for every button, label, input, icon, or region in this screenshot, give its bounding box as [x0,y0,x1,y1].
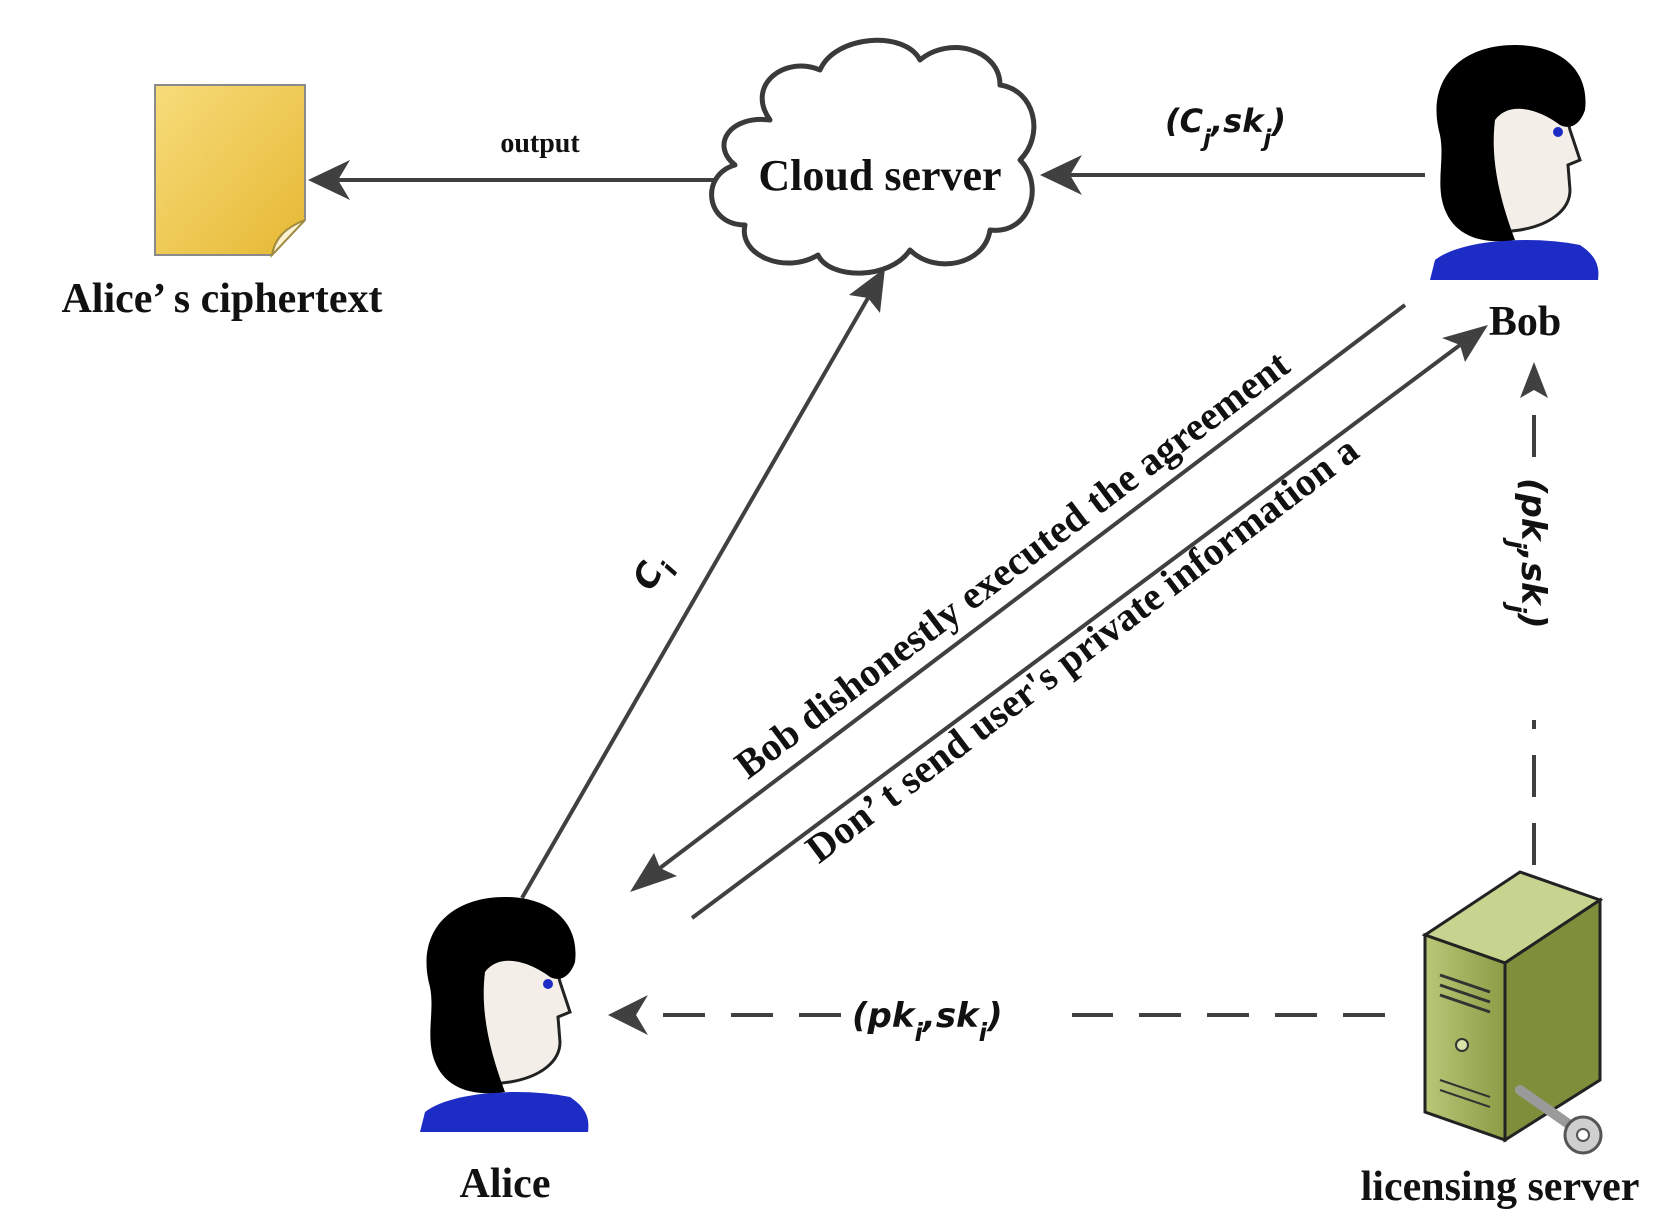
output-label: output [500,128,580,159]
ciphertext-node: Alice’ s ciphertext [61,84,383,322]
bob-to-cloud-label: (Cj,skj) [1165,102,1286,152]
license-to-bob-label: (pkj,skj) [1502,478,1553,629]
bob-label: Bob [1489,299,1561,345]
cloud-server-label: Cloud server [758,151,1001,200]
alice-label: Alice [460,1161,551,1207]
alice-avatar-icon [420,897,589,1132]
edge-license-to-bob: (pkj,skj) [1502,362,1563,865]
edge-bob-to-alice: Bob dishonestly executed the agreement [630,303,1407,892]
bob-node: Bob [1430,45,1599,345]
key-icon [1515,1085,1603,1155]
bob-avatar-icon [1430,45,1599,280]
cloud-server-node: Cloud server [709,37,1037,276]
licensing-server-node: licensing server [1361,870,1640,1210]
license-to-alice-label: (pki,ski) [852,996,1003,1047]
cloud-icon [709,37,1037,276]
document-note-icon [154,84,306,259]
server-tower-icon [1421,870,1604,1143]
edge-output: output [308,128,738,200]
edge-alice-to-cloud: Ci [520,268,885,899]
alice-node: Alice [420,897,589,1207]
edge-alice-to-bob: Don’ t send user's private information a [690,325,1488,920]
edge-license-to-alice: (pki,ski) [608,985,1385,1047]
licensing-server-label: licensing server [1361,1164,1640,1210]
ciphertext-label: Alice’ s ciphertext [61,276,382,322]
edge-bob-to-cloud: (Cj,skj) [1040,102,1425,195]
alice-to-cloud-label: Ci [625,548,684,602]
